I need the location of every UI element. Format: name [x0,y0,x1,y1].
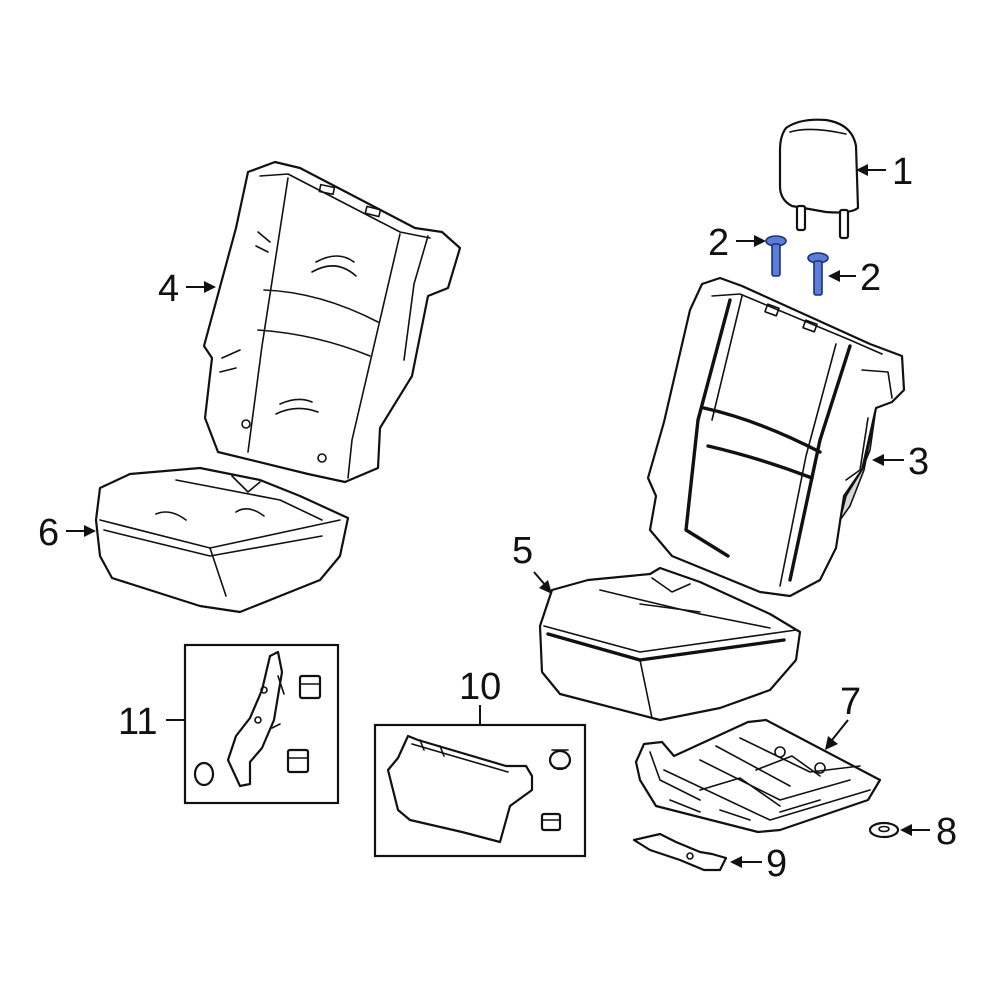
callout-9: 9 [766,843,787,885]
leader-1 [856,164,886,176]
part-11-box [183,643,340,805]
callout-5: 5 [512,530,533,572]
callout-4: 4 [158,268,179,310]
callout-3: 3 [908,441,929,483]
part-10-kit[interactable] [373,723,587,858]
leader-3 [872,454,904,466]
part-1-headrest[interactable] [778,118,860,240]
part-5-right-seat-cushion[interactable] [538,566,802,722]
part-11-kit[interactable] [183,643,340,805]
leader-5 [533,571,552,594]
part-4-left-seat-back[interactable] [202,160,462,484]
leader-4 [186,281,216,293]
leader-7 [825,719,849,750]
callout-2-right: 2 [860,257,881,299]
leader-8 [900,824,930,836]
leader-9 [730,856,762,868]
part-8-washer[interactable] [868,821,900,839]
part-3-right-seat-back[interactable] [646,276,906,598]
part-2-headrest-guide-left[interactable] [765,235,787,277]
callout-2-left: 2 [708,222,729,264]
callout-11: 11 [118,701,157,743]
part-2-headrest-guide-right[interactable] [807,252,829,296]
callout-1: 1 [892,151,913,193]
leader-2b [828,270,856,282]
callout-8: 8 [936,811,957,853]
part-6-left-seat-cushion[interactable] [94,466,350,614]
callout-6: 6 [38,512,59,554]
part-7-seat-frame[interactable] [634,718,882,834]
leader-2a [736,235,766,247]
leader-6 [66,525,96,537]
callout-7: 7 [840,681,861,723]
part-9-bracket-plate[interactable] [632,832,728,872]
callout-10: 10 [459,666,501,708]
